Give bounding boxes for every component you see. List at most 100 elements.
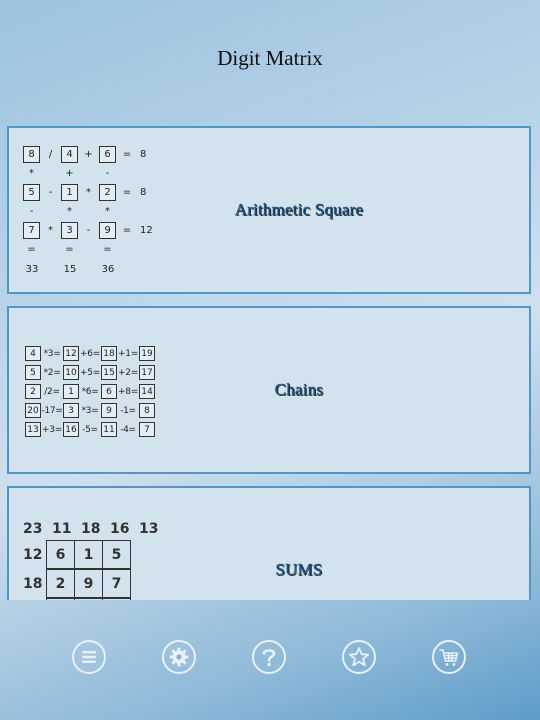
preview-cell: 11 [101, 422, 117, 437]
preview-cell: 18 [101, 346, 117, 361]
preview-row-result: 12 [140, 225, 153, 236]
game-card-sums[interactable]: 23 11 18 16 13 12 6 1 5 18 2 9 7 [7, 486, 531, 600]
game-card-arithmetic-square[interactable]: 8 / 4 + 6 = 8 * + - 5 - 1 * 2 [7, 126, 531, 294]
shop-button[interactable] [432, 640, 466, 674]
preview-operator: *3= [43, 348, 61, 359]
preview-cell: 2 [99, 184, 116, 201]
preview-operator: *2= [43, 367, 61, 378]
help-button[interactable] [252, 640, 286, 674]
arithmetic-square-preview: 8 / 4 + 6 = 8 * + - 5 - 1 * 2 [23, 144, 164, 278]
preview-column-result: 33 [25, 263, 39, 275]
app-title: Digit Matrix [217, 46, 323, 70]
preview-operator: * [86, 187, 91, 198]
gear-icon [169, 647, 189, 667]
preview-row: 13 +3= 16 -5= 11 -4= 7 [25, 420, 155, 439]
favorites-button[interactable] [342, 640, 376, 674]
game-card-chains[interactable]: 4 *3= 12 +6= 18 +1= 19 5 *2= 10 +5= 15 +… [7, 306, 531, 474]
preview-operator: +6= [80, 348, 100, 359]
preview-operator: -1= [120, 405, 136, 416]
preview-cell: 20 [25, 403, 41, 418]
preview-cell: 9 [101, 403, 117, 418]
preview-operator: +1= [118, 348, 138, 359]
preview-row: 20 -17= 3 *3= 9 -1= 8 [25, 401, 155, 420]
preview-operator: +5= [80, 367, 100, 378]
preview-cell: 6 [101, 384, 117, 399]
preview-operator: +8= [118, 386, 138, 397]
preview-cell: 10 [63, 365, 79, 380]
preview-column-sums: 23 11 18 16 13 [23, 518, 168, 540]
bottom-toolbar [0, 640, 540, 680]
preview-sum: 16 [110, 521, 130, 537]
preview-operator: -17= [41, 405, 63, 416]
preview-cell: 9 [99, 222, 116, 239]
menu-button[interactable] [72, 640, 106, 674]
preview-operator: *6= [81, 386, 99, 397]
preview-equals: = [103, 244, 112, 255]
preview-cell: 5 [23, 184, 40, 201]
preview-cell: 1 [61, 184, 78, 201]
preview-cell: 8 [23, 146, 40, 163]
preview-operator: * [105, 206, 110, 217]
game-title-arithmetic-square: Arithmetic Square [234, 200, 364, 219]
chains-preview: 4 *3= 12 +6= 18 +1= 19 5 *2= 10 +5= 15 +… [25, 344, 155, 439]
preview-row: 18 2 9 7 [23, 569, 168, 598]
preview-column-operators: - * * [23, 203, 164, 220]
preview-row: 4 *3= 12 +6= 18 +1= 19 [25, 344, 155, 363]
preview-sum: 12 [23, 546, 43, 563]
preview-row: 5 - 1 * 2 = 8 [23, 182, 164, 203]
preview-cell: 4 [61, 146, 78, 163]
preview-cell: 9 [74, 569, 103, 598]
preview-equals: = [65, 244, 74, 255]
sums-preview: 23 11 18 16 13 12 6 1 5 18 2 9 7 [23, 518, 168, 600]
help-icon [262, 649, 276, 667]
game-title-chains: Chains [274, 380, 324, 399]
preview-operator: - [105, 168, 110, 179]
preview-cell: 16 [63, 422, 79, 437]
preview-cell: 1 [74, 540, 103, 569]
preview-row-result: 8 [140, 187, 147, 198]
preview-sum: 13 [139, 521, 159, 537]
preview-row: 5 *2= 10 +5= 15 +2= 17 [25, 363, 155, 382]
preview-cell: 7 [23, 222, 40, 239]
preview-column-equals: = = = [23, 241, 164, 258]
preview-operator: / [48, 149, 53, 160]
preview-row: 8 / 4 + 6 = 8 [23, 144, 164, 165]
preview-operator: - [48, 187, 53, 198]
preview-operator: - [29, 206, 34, 217]
preview-row-partial [23, 598, 168, 600]
preview-row-result: 8 [140, 149, 147, 160]
preview-operator: + [65, 168, 74, 179]
preview-cell: 14 [139, 384, 155, 399]
star-icon [348, 647, 370, 667]
preview-operator: -4= [120, 424, 136, 435]
preview-row: 2 /2= 1 *6= 6 +8= 14 [25, 382, 155, 401]
preview-operator: *3= [81, 405, 99, 416]
preview-cell: 12 [63, 346, 79, 361]
preview-operator: /2= [44, 386, 60, 397]
preview-cell: 17 [139, 365, 155, 380]
preview-cell: 7 [139, 422, 155, 437]
preview-cell: 5 [25, 365, 41, 380]
game-title-sums: SUMS [275, 560, 323, 579]
preview-operator: -5= [82, 424, 98, 435]
preview-cell: 1 [63, 384, 79, 399]
preview-column-results: 33 15 36 [23, 260, 164, 278]
preview-cell: 7 [102, 569, 131, 598]
preview-row: 7 * 3 - 9 = 12 [23, 220, 164, 241]
preview-cell: 5 [102, 540, 131, 569]
preview-column-result: 15 [63, 263, 77, 275]
game-list[interactable]: 8 / 4 + 6 = 8 * + - 5 - 1 * 2 [0, 124, 540, 600]
settings-button[interactable] [162, 640, 196, 674]
preview-equals: = [27, 244, 36, 255]
preview-cell: 6 [46, 540, 75, 569]
preview-cell: 3 [63, 403, 79, 418]
preview-sum: 18 [81, 521, 101, 537]
preview-operator: * [67, 206, 72, 217]
preview-operator: * [48, 225, 53, 236]
preview-cell: 2 [46, 569, 75, 598]
preview-sum: 23 [23, 521, 43, 537]
preview-operator: +2= [118, 367, 138, 378]
preview-column-operators: * + - [23, 165, 164, 182]
preview-equals: = [122, 149, 132, 160]
preview-cell: 6 [99, 146, 116, 163]
